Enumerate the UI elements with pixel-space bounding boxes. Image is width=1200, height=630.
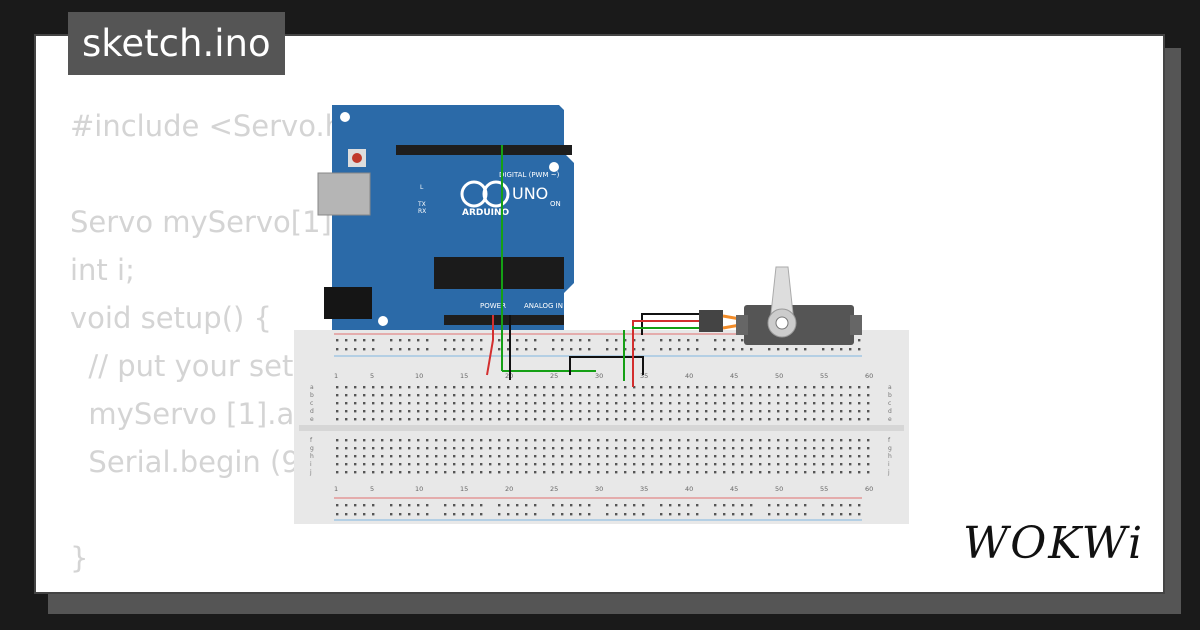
column-number: 35: [640, 372, 648, 380]
led-l-label: L: [420, 184, 424, 191]
power-analog-header: [444, 315, 564, 325]
column-number: 35: [640, 485, 648, 493]
row-letter: h: [888, 453, 892, 460]
wire-green-servo-signal: [632, 326, 699, 329]
row-letter: f: [310, 437, 313, 444]
analog-label: ANALOG IN: [524, 302, 563, 310]
atmega-chip: [434, 257, 564, 289]
row-letter: a: [888, 384, 892, 391]
column-number: 50: [775, 485, 783, 493]
column-number: 5: [370, 372, 374, 380]
arduino-uno-board: ARDUINO UNO DIGITAL (PWM ~) POWER ANALOG…: [317, 105, 574, 330]
row-letter: i: [310, 461, 312, 468]
column-number: 20: [505, 485, 513, 493]
column-number: 5: [370, 485, 374, 493]
column-number: 25: [550, 485, 558, 493]
servo-motor: [699, 266, 862, 345]
row-letter: e: [888, 416, 892, 423]
wires: [486, 145, 699, 387]
file-tab: sketch.ino: [68, 12, 285, 75]
row-letter: i: [888, 461, 890, 468]
wire-red-5v: [486, 315, 494, 376]
column-number: 50: [775, 372, 783, 380]
on-label: ON: [550, 200, 561, 208]
servo-connector: [699, 310, 723, 332]
wokwi-logo-text: WOKWi: [963, 518, 1144, 569]
column-number: 30: [595, 372, 603, 380]
usb-connector: [317, 172, 371, 216]
wire-black-servo-gnd: [569, 356, 644, 375]
preview-card: #include <Servo.h Servo myServo[1] int i…: [34, 34, 1165, 594]
row-letter: d: [888, 408, 892, 415]
column-number: 55: [820, 485, 828, 493]
column-number: 60: [865, 485, 873, 493]
column-number: 45: [730, 485, 738, 493]
row-letter: g: [888, 445, 892, 452]
column-number: 30: [595, 485, 603, 493]
led-rx-label: RX: [418, 208, 426, 215]
row-letter: j: [887, 469, 890, 476]
breadboard-holes: [336, 339, 870, 516]
row-letter: c: [310, 400, 313, 407]
row-letter: e: [310, 416, 314, 423]
column-number: 1: [334, 485, 338, 493]
row-letter: j: [309, 469, 312, 476]
power-label: POWER: [480, 302, 506, 310]
wokwi-logo: WOKWi: [955, 510, 1145, 574]
arduino-logo-icon: [460, 180, 488, 208]
row-letter: b: [310, 392, 314, 399]
breadboard-channel: [299, 425, 904, 431]
column-number: 45: [730, 372, 738, 380]
servo-body: [744, 305, 854, 345]
column-number: 40: [685, 372, 693, 380]
column-number: 25: [550, 372, 558, 380]
code-preview: #include <Servo.h Servo myServo[1] int i…: [70, 109, 344, 575]
wire-red-servo-power: [632, 320, 699, 387]
column-number: 15: [460, 485, 468, 493]
digital-label: DIGITAL (PWM ~): [499, 171, 560, 179]
column-number: 40: [685, 485, 693, 493]
power-jack: [324, 287, 372, 319]
digital-header: [396, 145, 572, 155]
column-number: 1: [334, 372, 338, 380]
model-label: UNO: [512, 184, 548, 203]
column-number: 60: [865, 372, 873, 380]
row-letter: a: [310, 384, 314, 391]
column-number: 55: [820, 372, 828, 380]
column-number: 15: [460, 372, 468, 380]
row-letter: d: [310, 408, 314, 415]
row-letter: g: [310, 445, 314, 452]
row-letter: b: [888, 392, 892, 399]
row-letter: c: [888, 400, 891, 407]
column-number: 10: [415, 485, 423, 493]
led-tx-label: TX: [417, 201, 426, 208]
row-letter: f: [888, 437, 891, 444]
column-number: 10: [415, 372, 423, 380]
row-letter: h: [310, 453, 314, 460]
brand-label: ARDUINO: [462, 208, 510, 218]
